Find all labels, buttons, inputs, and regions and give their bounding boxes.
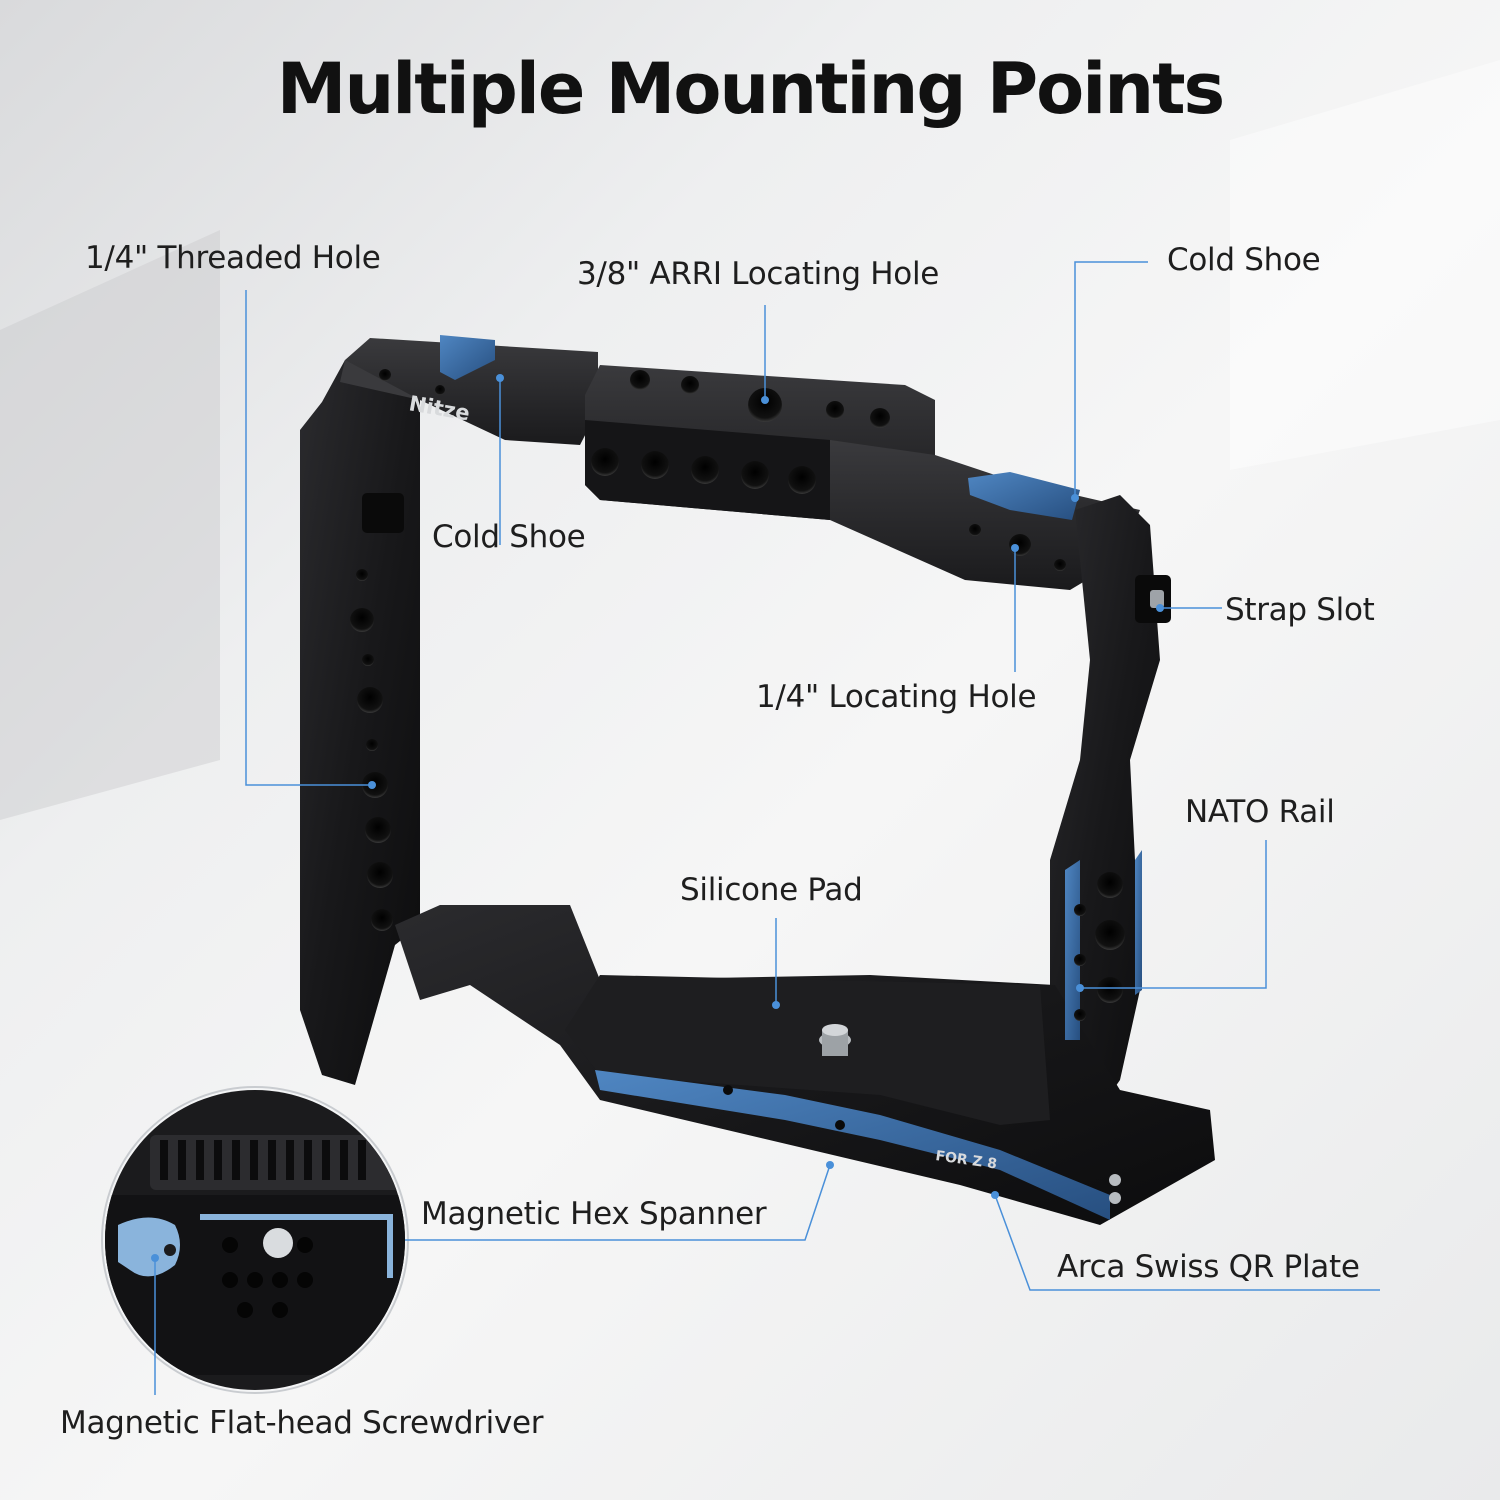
leader-hex-spanner — [405, 1164, 831, 1241]
silicone-pad — [565, 975, 1050, 1125]
callout-silicone-pad: Silicone Pad — [680, 872, 863, 908]
leader-arca-plate — [994, 1194, 1380, 1291]
camera-cage: Nitze FOR Z 8 — [300, 335, 1215, 1225]
leader-lines — [154, 261, 1380, 1395]
cage-top-right — [830, 440, 1140, 590]
arca-plate-blue — [595, 1070, 1110, 1220]
callout-threaded-hole: 1/4" Threaded Hole — [85, 240, 381, 276]
left-side-holes — [350, 569, 393, 931]
flat-head-screwdriver — [118, 1217, 180, 1277]
mounting-screw — [819, 1024, 851, 1056]
background-light — [0, 60, 1500, 820]
leader-nato-rail — [1080, 840, 1267, 989]
callout-cold-shoe-right: Cold Shoe — [1167, 242, 1321, 278]
cold-shoe-left-blue — [440, 335, 495, 380]
callout-screwdriver: Magnetic Flat-head Screwdriver — [60, 1405, 544, 1441]
callout-locating-hole: 1/4" Locating Hole — [756, 679, 1037, 715]
callout-strap-slot: Strap Slot — [1225, 592, 1375, 628]
cold-shoe-right-blue — [968, 472, 1080, 520]
callout-hex-spanner: Magnetic Hex Spanner — [421, 1196, 767, 1232]
hex-spanner — [200, 1214, 393, 1278]
strap-slot-left — [362, 493, 404, 533]
callout-nato-rail: NATO Rail — [1185, 794, 1335, 830]
callout-arca-plate: Arca Swiss QR Plate — [1057, 1249, 1360, 1285]
zoom-inset — [101, 1086, 409, 1394]
cage-top-left — [345, 338, 598, 445]
nato-rail-blue — [1065, 860, 1080, 1040]
page-title: Multiple Mounting Points — [276, 48, 1225, 130]
leader-threaded-hole — [245, 290, 372, 786]
nato-rail-holes — [1074, 872, 1125, 1021]
leader-cold-shoe-right — [1074, 261, 1148, 498]
top-plate-holes — [379, 369, 890, 494]
callout-arri-locating-hole: 3/8" ARRI Locating Hole — [577, 256, 940, 292]
leader-dots — [151, 374, 1164, 1262]
callout-cold-shoe-left: Cold Shoe — [432, 519, 586, 555]
cage-left-side — [300, 360, 420, 1085]
